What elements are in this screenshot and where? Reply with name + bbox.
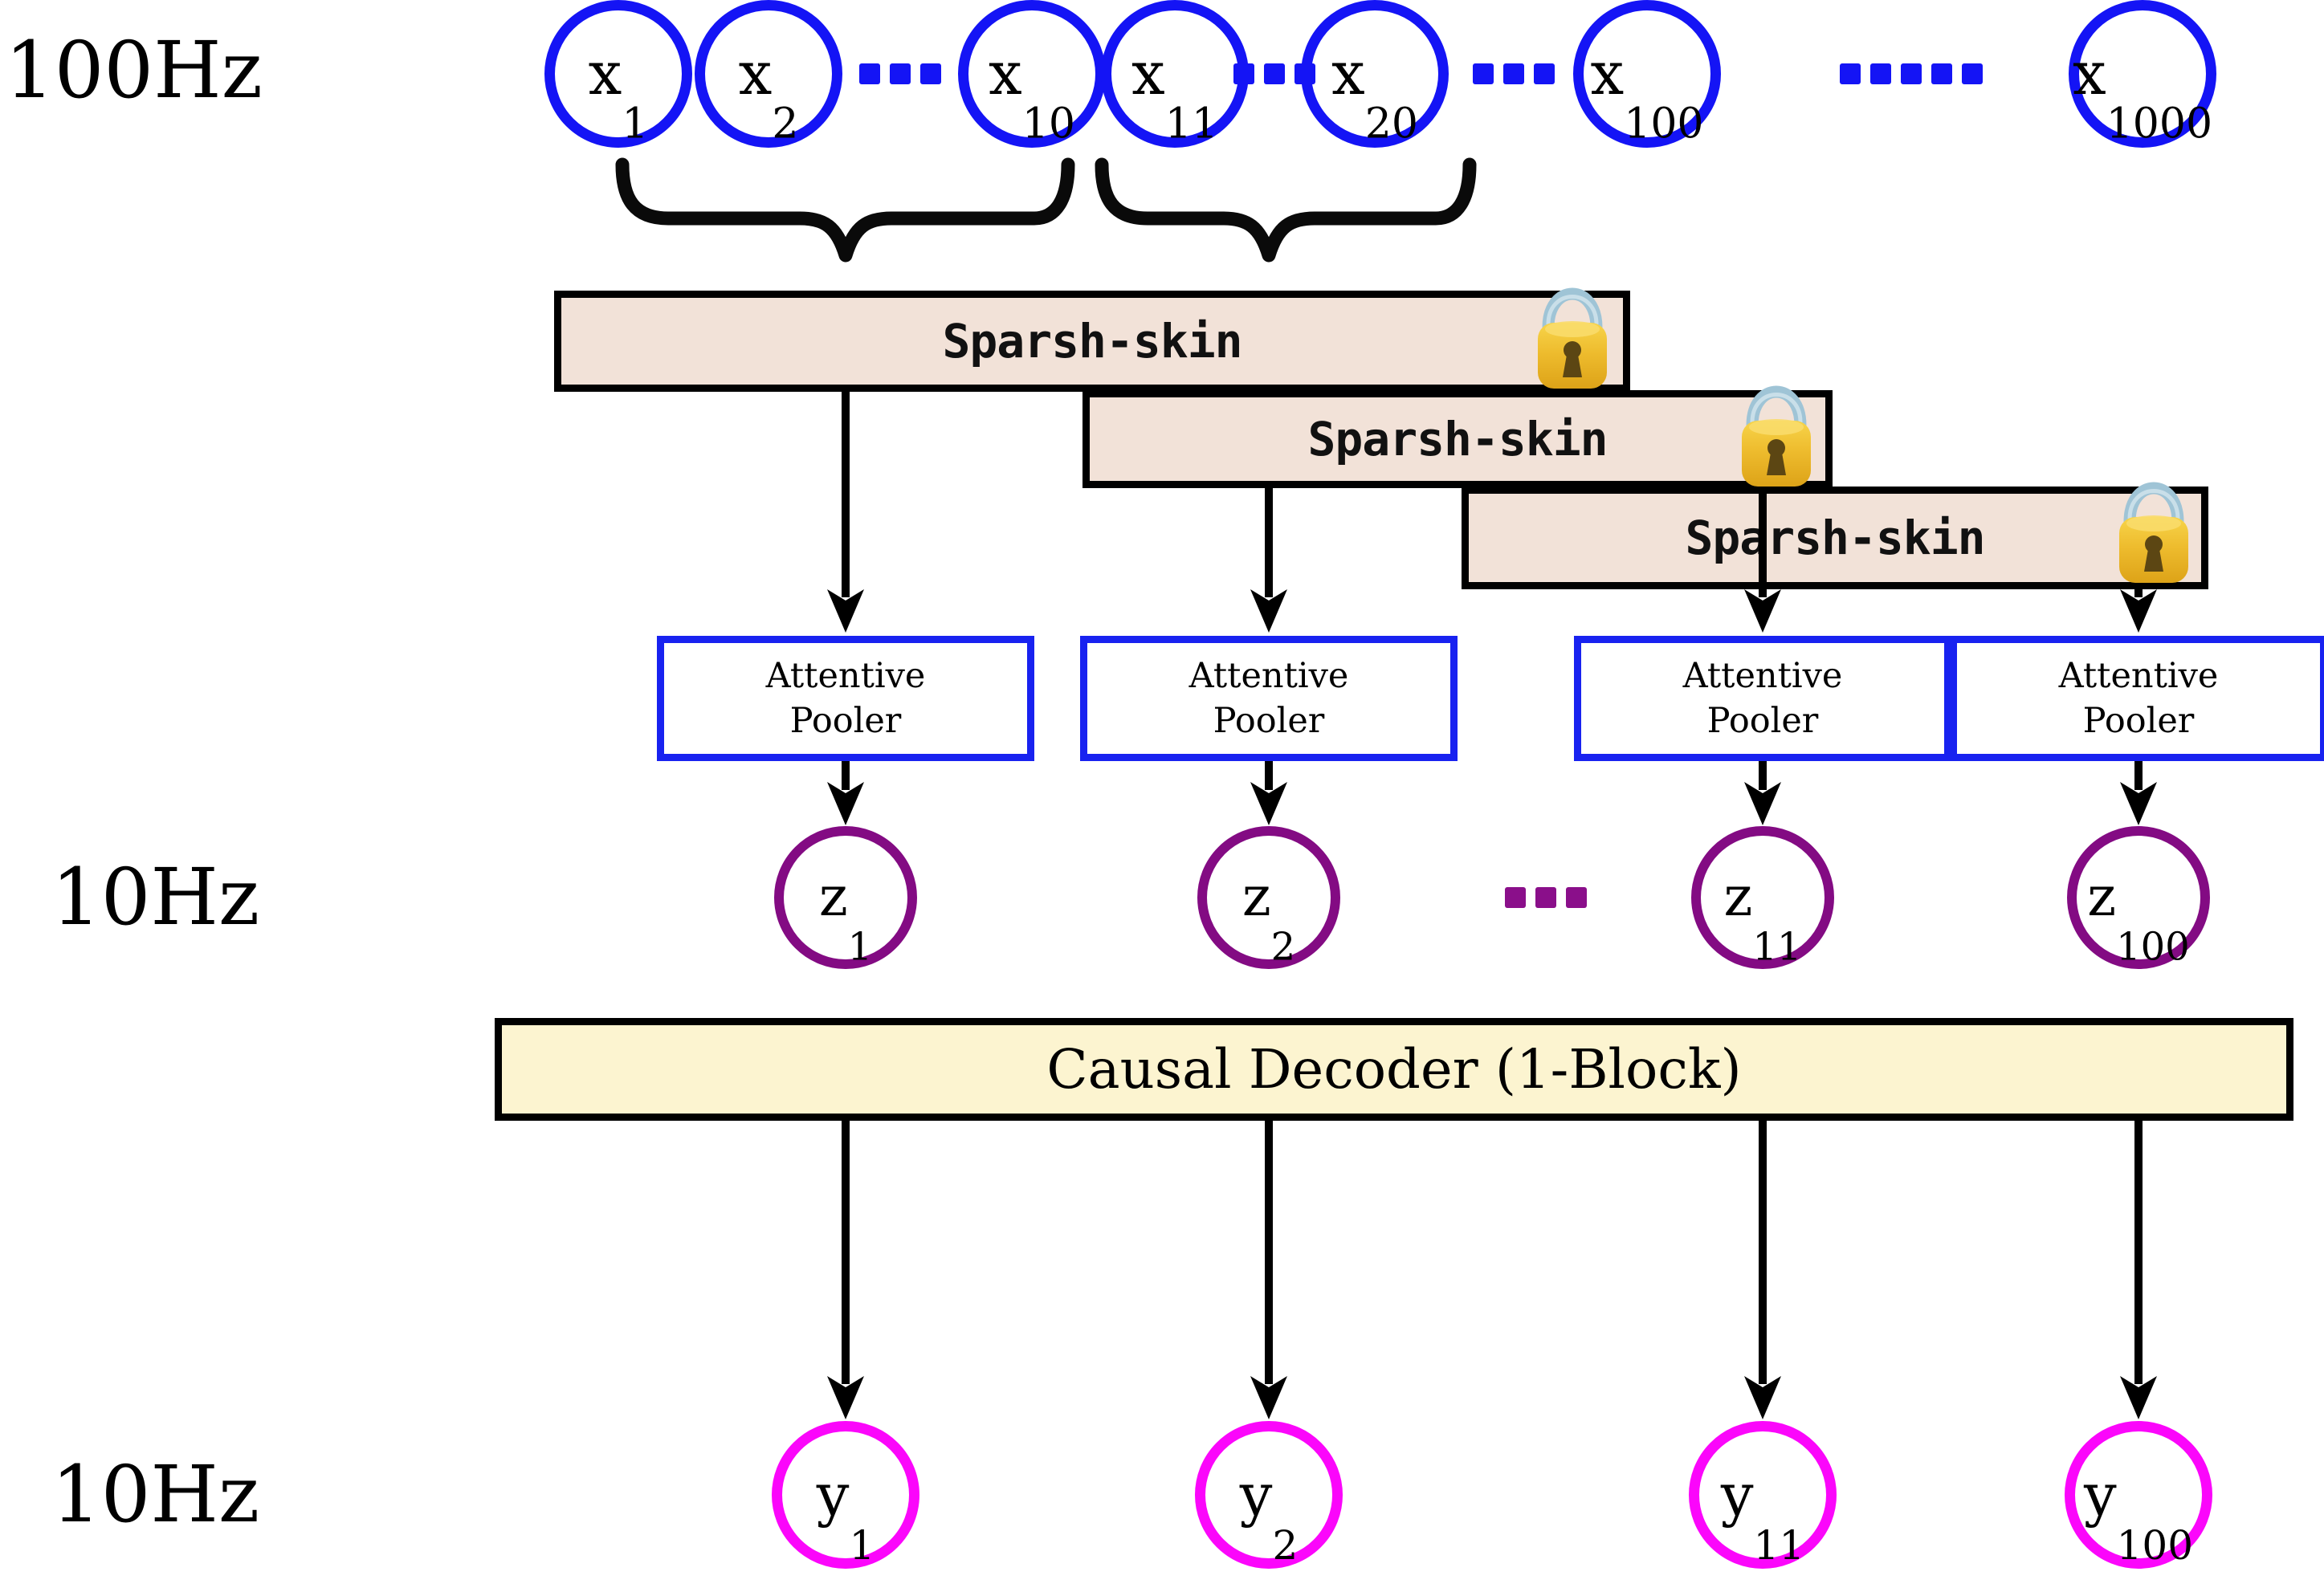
pooler-label-line1: Attentive xyxy=(2058,656,2219,696)
arrow-encoder1-to-pooler1 xyxy=(827,392,864,633)
node-label: x xyxy=(738,39,773,108)
pooler-box-4: Attentive Pooler xyxy=(1950,636,2324,761)
arrow-decoder-to-y1 xyxy=(827,1121,864,1419)
node-label: x xyxy=(1590,39,1625,108)
encoder-box-3: Sparsh-skin xyxy=(1462,487,2208,589)
arrow-pooler2-to-z2 xyxy=(1250,761,1287,825)
latent-rate-label: 10Hz xyxy=(51,852,260,943)
arrow-decoder-to-y11 xyxy=(1744,1121,1781,1419)
node-subscript: 1 xyxy=(849,1522,875,1569)
pooler-label-line1: Attentive xyxy=(1189,656,1349,696)
node-label: z xyxy=(1242,865,1271,929)
pooler-label-line1: Attentive xyxy=(765,656,926,696)
node-subscript: 1 xyxy=(622,100,649,149)
arrow-decoder-to-y100 xyxy=(2120,1121,2157,1419)
node-subscript: 20 xyxy=(1364,100,1418,149)
encoder-box-2: Sparsh-skin xyxy=(1082,390,1833,488)
pooler-label-line2: Pooler xyxy=(2082,701,2195,741)
pooler-box-2: Attentive Pooler xyxy=(1080,636,1458,761)
ellipsis-icon xyxy=(1473,63,1555,84)
encoder-box-1: Sparsh-skin xyxy=(554,291,1630,392)
arrow-pooler3-to-z11 xyxy=(1744,761,1781,825)
node-subscript: 100 xyxy=(2116,924,2190,970)
node-label: x xyxy=(588,39,622,108)
pooler-box-3: Attentive Pooler xyxy=(1574,636,1951,761)
ellipsis-icon xyxy=(859,63,941,84)
node-label: x xyxy=(1131,39,1165,108)
pooler-label-line2: Pooler xyxy=(789,701,902,741)
node-subscript: 10 xyxy=(1021,100,1075,149)
node-label: x xyxy=(1331,39,1365,108)
brace-window-2 xyxy=(1095,157,1477,263)
brace-window-1 xyxy=(615,157,1075,263)
pooler-label-line2: Pooler xyxy=(1706,701,1819,741)
node-label: y xyxy=(1239,1461,1273,1529)
node-subscript: 100 xyxy=(2116,1522,2194,1569)
output-rate-label: 10Hz xyxy=(51,1449,260,1540)
input-rate-label: 100Hz xyxy=(5,25,263,116)
node-label: x xyxy=(989,39,1022,108)
node-label: z xyxy=(2087,865,2117,929)
node-label: z xyxy=(1723,865,1753,929)
pooler-box-1: Attentive Pooler xyxy=(657,636,1034,761)
node-label: y xyxy=(1720,1461,1754,1529)
arrow-encoder2-to-pooler2 xyxy=(1250,488,1287,633)
pooler-label-line1: Attentive xyxy=(1682,656,1843,696)
node-subscript: 1000 xyxy=(2106,100,2213,149)
decoder-label: Causal Decoder (1-Block) xyxy=(1046,1038,1742,1101)
arrow-decoder-to-y2 xyxy=(1250,1121,1287,1419)
node-subscript: 2 xyxy=(1270,924,1296,970)
encoder-label: Sparsh-skin xyxy=(942,314,1242,368)
encoder-label: Sparsh-skin xyxy=(1307,412,1608,466)
arrow-pooler1-to-z1 xyxy=(827,761,864,825)
node-subscript: 2 xyxy=(772,100,799,149)
node-subscript: 100 xyxy=(1624,100,1704,149)
decoder-box: Causal Decoder (1-Block) xyxy=(495,1018,2293,1121)
arrow-pooler4-to-z100 xyxy=(2120,761,2157,825)
node-label: z xyxy=(818,865,848,929)
node-subscript: 11 xyxy=(1753,1522,1805,1569)
encoder-label: Sparsh-skin xyxy=(1685,511,1985,565)
pooler-label-line2: Pooler xyxy=(1213,701,1325,741)
ellipsis-icon xyxy=(1840,63,1983,84)
node-label: y xyxy=(2083,1461,2117,1529)
node-subscript: 11 xyxy=(1164,100,1218,149)
node-subscript: 1 xyxy=(847,924,873,970)
node-label: x xyxy=(2072,39,2106,108)
node-subscript: 2 xyxy=(1272,1522,1299,1569)
ellipsis-icon xyxy=(1505,887,1587,908)
node-label: y xyxy=(816,1461,850,1529)
node-subscript: 11 xyxy=(1752,924,1802,970)
ellipsis-icon xyxy=(1233,63,1315,84)
